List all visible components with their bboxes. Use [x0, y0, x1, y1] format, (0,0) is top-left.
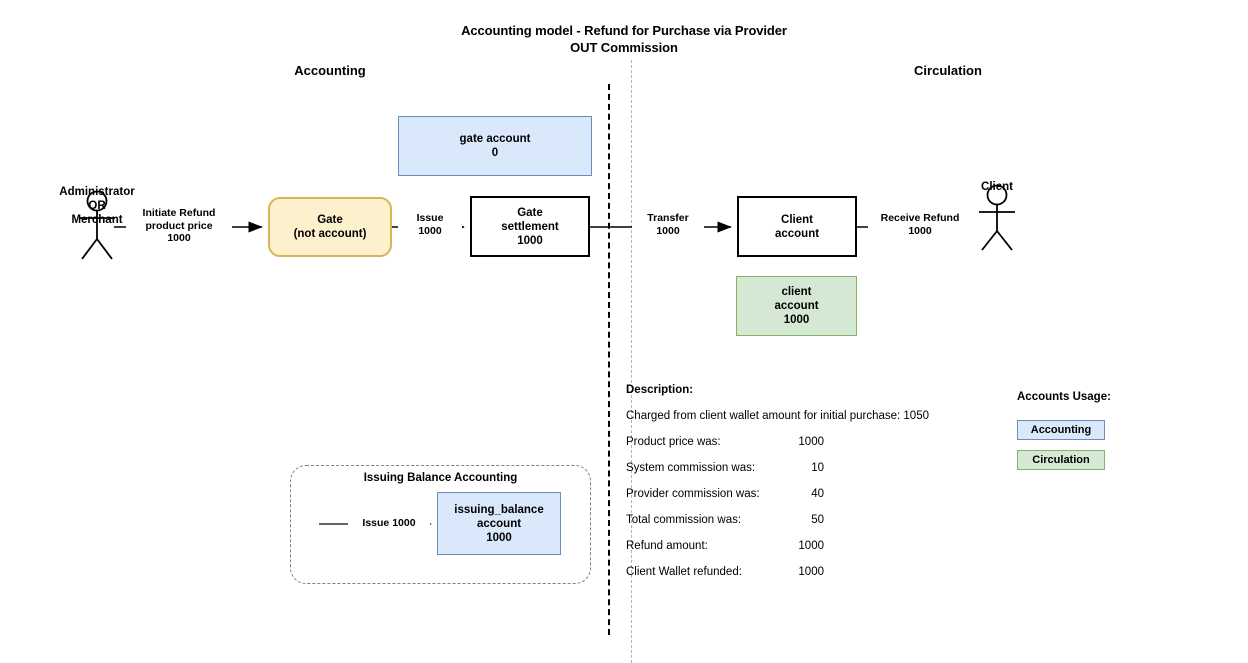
- edge-label-receive-refund: Receive Refund 1000: [868, 212, 972, 237]
- edge-label-issue-1000: Issue 1000: [348, 517, 430, 530]
- description-block: Description: Charged from client wallet …: [626, 384, 966, 592]
- description-row-value: 1000: [798, 540, 824, 552]
- description-row: Refund amount: 1000: [626, 540, 966, 552]
- page-title-line1: Accounting model - Refund for Purchase v…: [461, 23, 787, 38]
- actor-admin-label: Administrator OR Merchant: [37, 185, 157, 227]
- group-issuing-balance-accounting: [290, 465, 591, 584]
- legend-item-accounting: Accounting: [1017, 420, 1105, 440]
- node-gate-account-amount: 0: [491, 147, 499, 159]
- node-issuing-balance-account[interactable]: issuing_balance account 1000: [437, 492, 561, 555]
- node-client-balance[interactable]: client account 1000: [736, 276, 857, 336]
- description-row: Provider commission was: 40: [626, 488, 966, 500]
- description-row-label: Client Wallet refunded:: [626, 566, 742, 578]
- edge-label-initiate-refund-line3: 1000: [167, 232, 191, 244]
- node-gate-settlement[interactable]: Gate settlement 1000: [470, 196, 590, 257]
- description-row-label: Refund amount:: [626, 540, 708, 552]
- node-gate-settlement-name: Gate: [517, 206, 543, 219]
- edge-label-receive-refund-line2: 1000: [908, 224, 932, 237]
- actor-admin-line2: OR: [88, 200, 106, 212]
- node-gate-subtitle: (not account): [293, 228, 367, 240]
- actor-client-label: Client: [981, 181, 1013, 193]
- edge-label-initiate-refund-line2: product price: [145, 219, 213, 232]
- lane-divider-primary: [608, 84, 610, 635]
- edge-label-issue: Issue 1000: [398, 212, 462, 237]
- node-issuing-balance-amount: 1000: [486, 531, 512, 544]
- description-row-value: 40: [811, 488, 824, 500]
- edge-label-initiate-refund: Initiate Refund product price 1000: [126, 207, 232, 245]
- description-row-value: 1000: [798, 566, 824, 578]
- actor-admin-line1: Administrator: [59, 186, 135, 198]
- node-gate-account[interactable]: gate account 0: [398, 116, 592, 176]
- description-row: Total commission was: 50: [626, 514, 966, 526]
- edge-label-transfer: Transfer 1000: [632, 212, 704, 237]
- lane-divider-secondary: [631, 60, 632, 663]
- page-title-line2: OUT Commission: [570, 40, 678, 55]
- node-gate-settlement-amount: 1000: [517, 234, 543, 247]
- node-client-balance-name: client: [781, 286, 812, 298]
- legend-title: Accounts Usage:: [1017, 391, 1111, 403]
- node-client-account[interactable]: Client account: [737, 196, 857, 257]
- lane-header-accounting: Accounting: [294, 63, 366, 78]
- description-row-value: 50: [811, 514, 824, 526]
- node-client-account-name2: account: [774, 227, 820, 240]
- page-title: Accounting model - Refund for Purchase v…: [0, 22, 1248, 56]
- lane-header-circulation: Circulation: [914, 63, 982, 78]
- description-intro: Charged from client wallet amount for in…: [626, 410, 929, 422]
- actor-admin-line3: Merchant: [71, 214, 123, 226]
- description-row-label: Total commission was:: [626, 514, 742, 526]
- node-gate[interactable]: Gate (not account): [268, 197, 392, 257]
- description-row: System commission was: 10: [626, 462, 966, 474]
- edge-label-issue-line2: 1000: [418, 224, 442, 237]
- node-issuing-balance-name: issuing_balance: [454, 503, 544, 516]
- description-row: Product price was: 1000: [626, 436, 966, 448]
- node-gate-settlement-name2: settlement: [501, 220, 559, 233]
- description-row-label: System commission was:: [626, 462, 756, 474]
- node-gate-account-name: gate account: [459, 133, 531, 145]
- node-client-account-name: Client: [781, 213, 813, 226]
- actor-client-figure: [979, 184, 1015, 251]
- node-client-balance-amount: 1000: [783, 314, 810, 326]
- description-row-label: Product price was:: [626, 436, 721, 448]
- node-issuing-balance-name2: account: [476, 517, 522, 530]
- node-client-balance-name2: account: [774, 300, 819, 312]
- edge-label-receive-refund-line1: Receive Refund: [880, 212, 960, 224]
- description-row-value: 1000: [798, 436, 824, 448]
- description-row-value: 10: [811, 462, 824, 474]
- edge-label-transfer-line1: Transfer: [647, 212, 689, 224]
- legend-item-circulation: Circulation: [1017, 450, 1105, 470]
- description-heading: Description:: [626, 384, 694, 396]
- group-issuing-balance-title: Issuing Balance Accounting: [363, 472, 518, 484]
- edge-label-initiate-refund-line1: Initiate Refund: [142, 207, 216, 219]
- description-row: Client Wallet refunded: 1000: [626, 566, 966, 578]
- description-row-label: Provider commission was:: [626, 488, 760, 500]
- edge-label-issue-line1: Issue: [416, 212, 444, 224]
- edge-label-transfer-line2: 1000: [656, 224, 680, 237]
- node-gate-name: Gate: [317, 214, 343, 226]
